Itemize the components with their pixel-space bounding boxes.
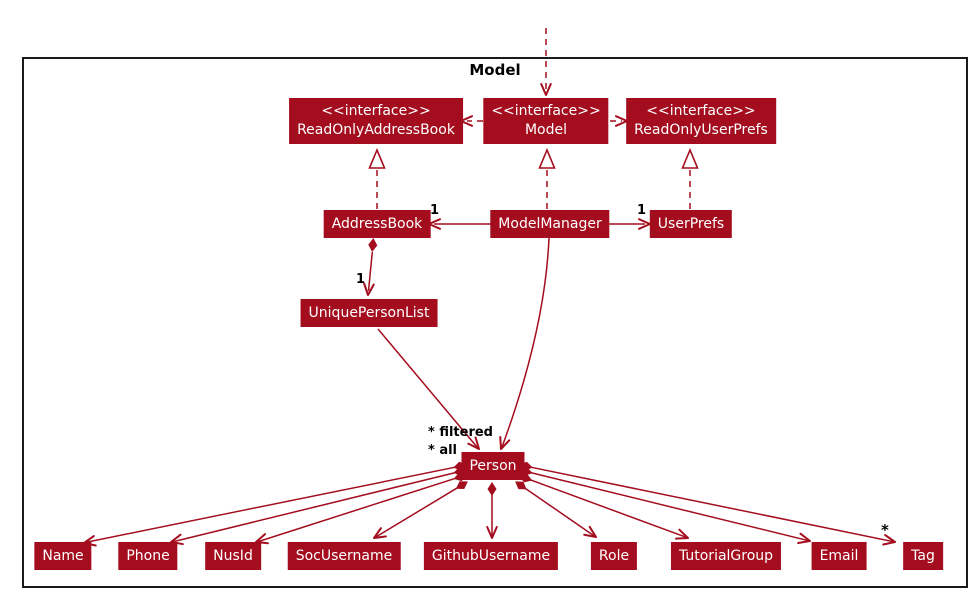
class-address-book: AddressBook	[323, 210, 431, 238]
hollow-triangle-icon	[681, 147, 699, 169]
class-phone: Phone	[118, 542, 178, 570]
stereotype-label: <<interface>>	[491, 103, 601, 119]
class-tutorialgroup: TutorialGroup	[670, 542, 782, 570]
multiplicity-tag: *	[881, 521, 889, 539]
interface-read-only-address-book: <<interface>> ReadOnlyAddressBook	[289, 98, 463, 144]
edge-person-nusid	[256, 477, 456, 543]
class-model-manager: ModelManager	[490, 210, 610, 238]
arrowhead-icon	[486, 526, 498, 539]
arrowhead-icon	[467, 436, 480, 450]
class-tag: Tag	[903, 542, 943, 570]
edge-addressbook-uniquepersonlist	[367, 251, 374, 292]
diagram-title: Model	[469, 61, 521, 79]
interface-name: ReadOnlyUserPrefs	[634, 122, 768, 138]
hollow-triangle-icon	[368, 147, 386, 169]
class-person: Person	[461, 452, 525, 480]
arrowhead-icon	[540, 83, 552, 96]
arrowhead-icon	[499, 436, 511, 450]
arrowhead-icon	[882, 534, 896, 546]
edge-modelmanager-person	[501, 237, 550, 448]
interface-model: <<interface>> Model	[483, 98, 609, 144]
class-nusid: NusId	[205, 542, 261, 570]
class-socusername: SocUsername	[287, 542, 401, 570]
multiplicity-addressbook: 1	[430, 203, 440, 218]
composition-diamond-icon	[487, 482, 497, 496]
class-name: Name	[34, 542, 92, 570]
arrowhead-icon	[797, 532, 811, 545]
stereotype-label: <<interface>>	[646, 103, 756, 119]
stereotype-label: <<interface>>	[321, 103, 431, 119]
edge-uniquepersonlist-person	[377, 328, 478, 448]
hollow-triangle-icon	[538, 147, 556, 169]
model-frame	[22, 57, 968, 588]
edge-person-role	[524, 487, 596, 538]
class-email: Email	[811, 542, 867, 570]
edge-person-tag	[530, 466, 895, 543]
class-unique-person-list: UniquePersonList	[300, 299, 438, 327]
class-user-prefs: UserPrefs	[649, 210, 733, 238]
label-all-persons: * all	[428, 443, 458, 458]
composition-diamond-icon	[515, 481, 527, 490]
class-role: Role	[590, 542, 638, 570]
edge-person-tutorialgroup	[530, 479, 688, 539]
interface-read-only-user-prefs: <<interface>> ReadOnlyUserPrefs	[626, 98, 776, 144]
interface-name: Model	[524, 122, 568, 138]
multiplicity-uniquepersonlist: 1	[356, 272, 366, 287]
class-githubusername: GithubUsername	[423, 542, 559, 570]
arrowhead-icon	[583, 525, 597, 538]
label-filtered-persons: * filtered	[428, 425, 493, 440]
edge-person-email	[530, 471, 810, 542]
arrowhead-icon	[373, 527, 387, 539]
edge-person-socusername	[374, 487, 458, 539]
multiplicity-userprefs: 1	[637, 203, 647, 218]
arrowhead-icon	[675, 528, 689, 540]
composition-diamond-icon	[455, 481, 468, 489]
arrowhead-icon	[363, 282, 375, 296]
edge-person-phone	[171, 471, 456, 543]
edge-person-name	[84, 466, 456, 544]
composition-diamond-icon	[368, 238, 378, 252]
interface-name: ReadOnlyAddressBook	[297, 122, 455, 138]
